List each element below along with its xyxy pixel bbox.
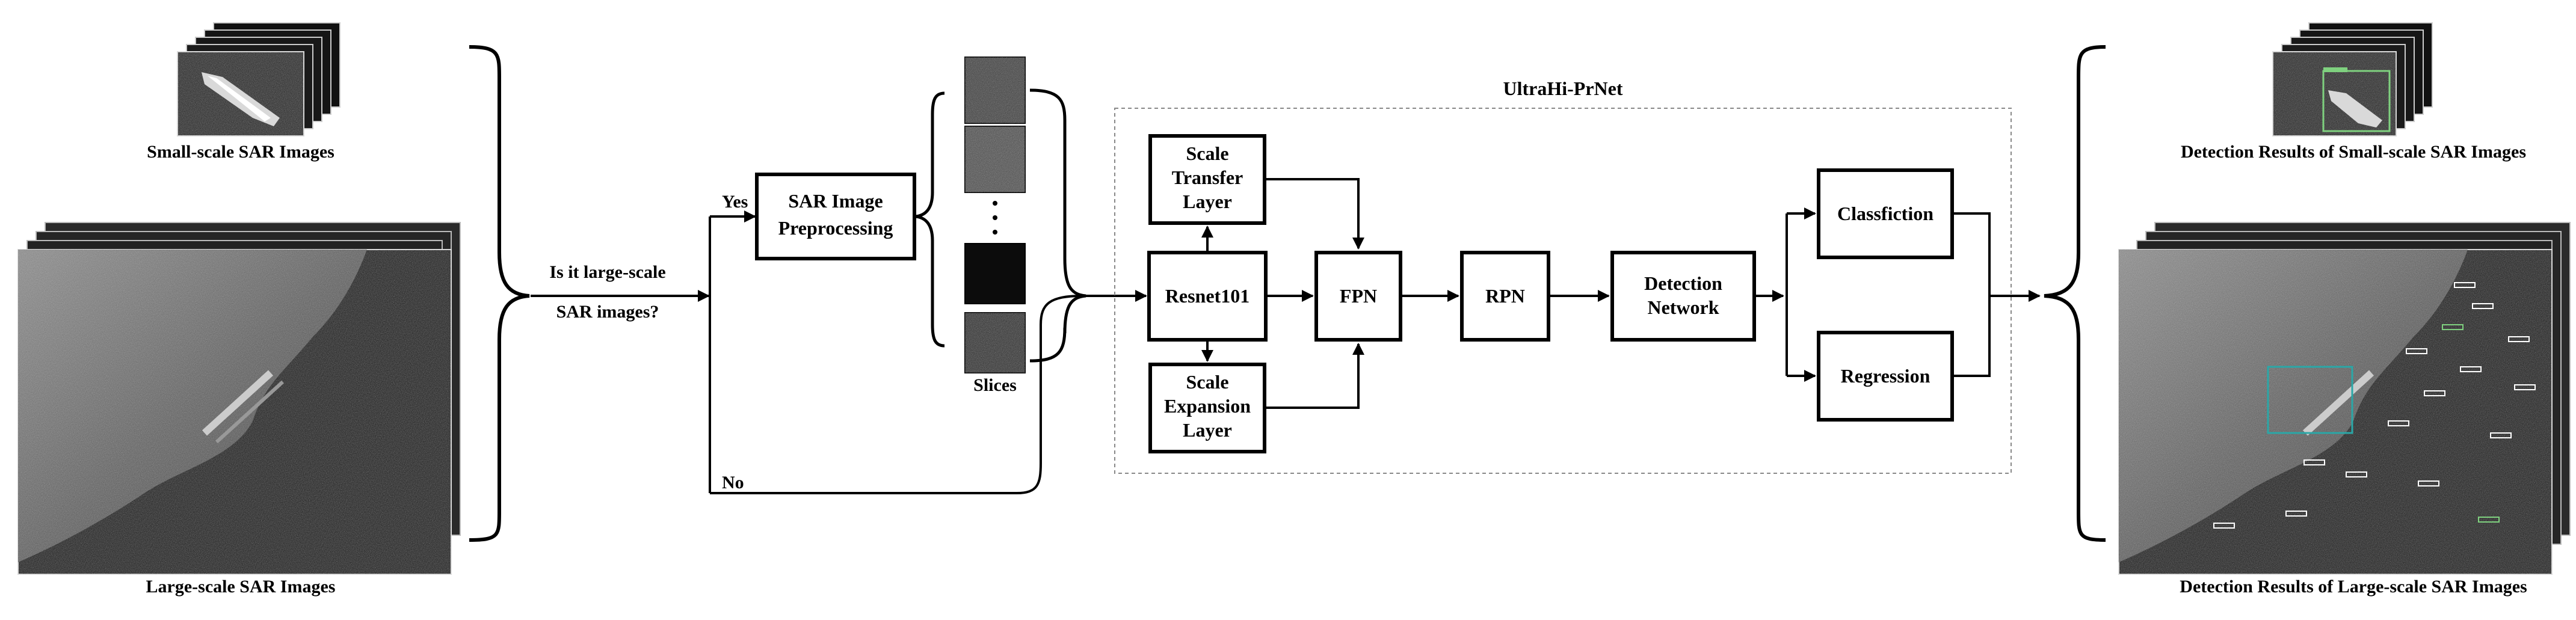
scale-transfer-box (1148, 134, 1266, 225)
right-brace (2044, 45, 2106, 542)
detection-label-2: Network (1647, 296, 1719, 318)
scale-transfer-label-1: Scale (1186, 143, 1228, 164)
small-result-stack (2272, 22, 2433, 137)
merge-line (1952, 212, 1991, 377)
small-sar-label: Small-scale SAR Images (147, 142, 334, 162)
large-result-stack (2118, 222, 2571, 575)
scale-transfer-label-2: Transfer (1172, 167, 1243, 188)
scale-transfer-label-3: Layer (1183, 191, 1232, 212)
slice-dot-1 (993, 201, 997, 206)
slices-label: Slices (973, 375, 1017, 395)
slice-images (964, 57, 1026, 373)
resnet-label: Resnet101 (1165, 285, 1249, 307)
decision-line1: Is it large-scale (549, 262, 665, 282)
slice-3 (964, 243, 1026, 304)
large-sar-label: Large-scale SAR Images (146, 577, 336, 597)
no-path (710, 295, 1083, 494)
detection-network-box (1610, 251, 1756, 342)
ultrahi-prnet-frame (1114, 108, 2012, 474)
fpn-label: FPN (1340, 285, 1377, 307)
detection-label-1: Detection (1644, 272, 1722, 294)
large-sar-stack (17, 222, 461, 575)
scale-expansion-label-3: Layer (1183, 419, 1232, 441)
transfer-to-fpn-arrow (1265, 178, 1364, 250)
slice-dot-2 (993, 215, 997, 220)
yes-label: Yes (722, 192, 748, 212)
small-sar-stack (177, 22, 340, 137)
preprocessing-label-2: Preprocessing (778, 217, 893, 239)
decision-line2: SAR images? (556, 302, 659, 322)
classification-box (1817, 168, 1954, 259)
small-result-label: Detection Results of Small-scale SAR Ima… (2181, 142, 2526, 162)
scale-expansion-label-1: Scale (1186, 371, 1228, 393)
no-label: No (722, 473, 744, 493)
regression-box (1817, 331, 1954, 422)
classification-label: Classfiction (1837, 203, 1934, 224)
detection-markers (2213, 282, 2536, 529)
preprocessing-label-1: SAR Image (788, 190, 883, 212)
regression-label: Regression (1841, 365, 1930, 387)
preprocessing-box (755, 173, 916, 260)
slice-dot-3 (993, 230, 997, 235)
left-brace (469, 45, 530, 542)
ship-detection-box (2322, 70, 2391, 132)
slices-brace-right (1029, 88, 1086, 363)
rpn-label: RPN (1485, 285, 1525, 307)
slices-brace-left (915, 91, 945, 348)
large-result-label: Detection Results of Large-scale SAR Ima… (2180, 577, 2527, 597)
roi-box (2267, 366, 2353, 434)
resnet-box (1147, 251, 1268, 342)
network-title: UltraHi-PrNet (1503, 78, 1622, 99)
airport-runway (202, 370, 274, 436)
expansion-to-fpn-arrow (1265, 343, 1364, 409)
scale-expansion-label-2: Expansion (1164, 395, 1251, 417)
